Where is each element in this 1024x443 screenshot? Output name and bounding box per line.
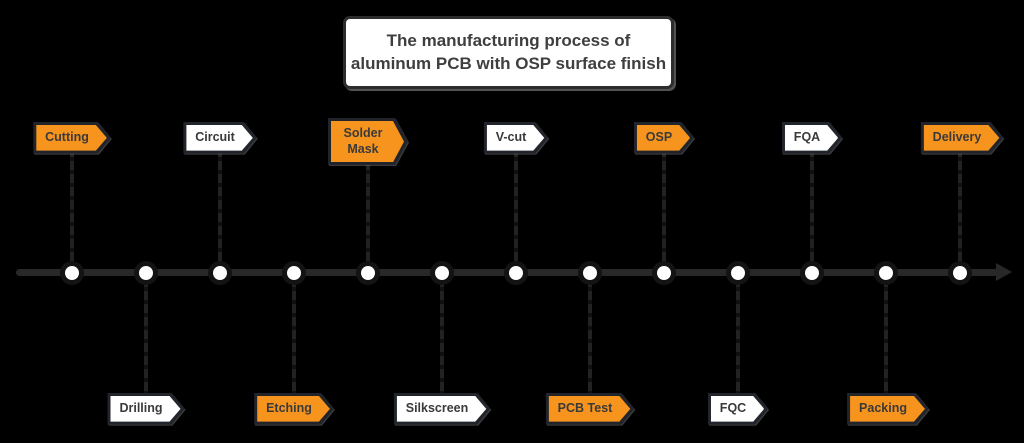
- stage-label: OSP: [645, 130, 673, 144]
- timeline-node: [652, 261, 676, 285]
- connector-cutting: [70, 148, 74, 274]
- stage-label: Etching: [266, 401, 312, 415]
- connector-pcb-test: [588, 278, 592, 396]
- timeline-arrowhead-icon: [996, 263, 1012, 281]
- stage-label: Delivery: [932, 130, 982, 144]
- connector-osp: [662, 148, 666, 274]
- timeline-node: [134, 261, 158, 285]
- stage-sign-delivery: Delivery: [921, 122, 1004, 154]
- stage-label: V-cut: [495, 130, 527, 144]
- stage-sign-etching: Etching: [254, 393, 334, 425]
- diagram-title-line1: The manufacturing process of: [386, 30, 631, 50]
- connector-v-cut: [514, 148, 518, 274]
- stage-sign-solder-mask: Solder Mask: [328, 118, 408, 165]
- connector-solder-mask: [366, 148, 370, 274]
- stage-sign-circuit: Circuit: [183, 122, 257, 154]
- timeline-node: [948, 261, 972, 285]
- stage-sign-pcb-test: PCB Test: [546, 393, 635, 425]
- stage-label: Packing: [859, 401, 907, 415]
- timeline-node: [430, 261, 454, 285]
- stage-label: Solder Mask: [343, 126, 383, 156]
- stage-sign-silkscreen: Silkscreen: [394, 393, 491, 425]
- stage-label: FQC: [719, 401, 747, 415]
- stage-sign-cutting: Cutting: [33, 122, 111, 154]
- stage-sign-osp: OSP: [634, 122, 694, 154]
- stage-label: Circuit: [195, 130, 235, 144]
- timeline-node: [578, 261, 602, 285]
- connector-fqc: [736, 278, 740, 396]
- timeline-node: [282, 261, 306, 285]
- stage-sign-v-cut: V-cut: [484, 122, 549, 154]
- connector-silkscreen: [440, 278, 444, 396]
- stage-sign-fqc: FQC: [708, 393, 768, 425]
- stage-label: FQA: [793, 130, 821, 144]
- timeline-node: [800, 261, 824, 285]
- timeline-node: [726, 261, 750, 285]
- stage-label: Cutting: [45, 130, 89, 144]
- connector-fqa: [810, 148, 814, 274]
- timeline-node: [60, 261, 84, 285]
- diagram-title-box: The manufacturing process of aluminum PC…: [343, 16, 674, 89]
- stage-label: Drilling: [119, 401, 163, 415]
- timeline-node: [208, 261, 232, 285]
- stage-label: Silkscreen: [405, 401, 469, 415]
- connector-circuit: [218, 148, 222, 274]
- connector-etching: [292, 278, 296, 396]
- stage-sign-drilling: Drilling: [107, 393, 184, 425]
- connector-delivery: [958, 148, 962, 274]
- stage-label: PCB Test: [557, 401, 613, 415]
- connector-drilling: [144, 278, 148, 396]
- stage-sign-packing: Packing: [847, 393, 929, 425]
- connector-packing: [884, 278, 888, 396]
- stage-sign-fqa: FQA: [782, 122, 842, 154]
- diagram-title-line2: aluminum PCB with OSP surface finish: [350, 53, 667, 73]
- timeline-node: [874, 261, 898, 285]
- timeline-node: [356, 261, 380, 285]
- timeline-node: [504, 261, 528, 285]
